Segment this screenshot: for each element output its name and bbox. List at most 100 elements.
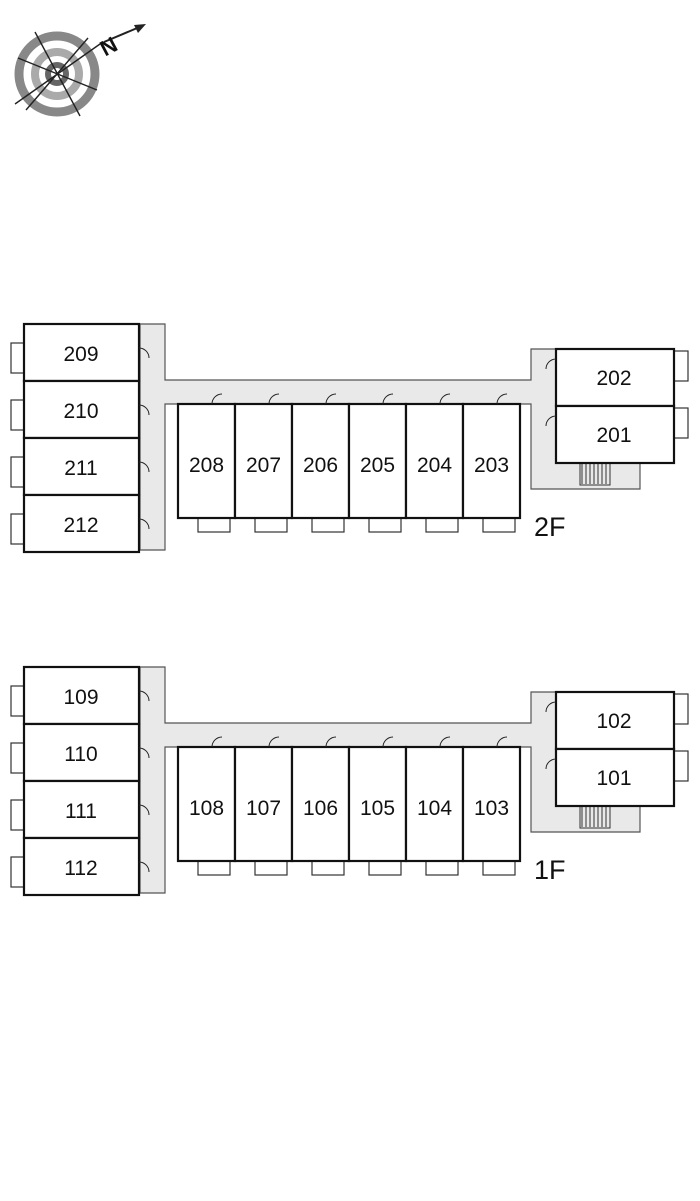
door-swing [325,393,337,405]
room-number: 204 [417,454,452,477]
room-211: 211 [10,436,150,497]
room-206: 206 [290,393,351,533]
balcony [425,860,459,876]
door-swing [496,393,508,405]
room-number: 202 [596,367,631,390]
room-202: 202 [545,347,689,408]
room-102: 102 [545,690,689,751]
room-number: 112 [64,857,97,880]
balcony [673,350,689,382]
room-201: 201 [545,404,689,465]
room-208: 208 [176,393,237,533]
room-outline [347,745,408,863]
room-outline [22,665,141,726]
door-swing [545,415,557,427]
room-outline [554,690,676,751]
room-number: 108 [189,797,224,820]
balcony [673,693,689,725]
room-number: 102 [596,710,631,733]
balcony [10,513,25,545]
room-210: 210 [10,379,150,440]
room-number: 209 [63,343,98,366]
room-number: 105 [360,797,395,820]
room-outline [554,347,676,408]
room-112: 112 [10,836,150,897]
room-204: 204 [404,393,465,533]
room-number: 206 [303,454,338,477]
room-203: 203 [461,393,522,533]
door-swing [545,701,557,713]
room-109: 109 [10,665,150,726]
balcony [10,742,25,774]
door-swing [382,393,394,405]
room-number: 110 [64,743,97,766]
balcony [482,517,516,533]
room-outline [461,745,522,863]
room-outline [22,493,141,554]
balcony [10,799,25,831]
door-swing [545,758,557,770]
balcony [482,860,516,876]
balcony [10,685,25,717]
room-number: 104 [417,797,452,820]
room-103: 103 [461,736,522,876]
balcony [10,342,25,374]
door-swing [138,347,150,359]
balcony [10,456,25,488]
room-number: 210 [63,400,98,423]
room-number: 101 [596,767,631,790]
balcony [10,856,25,888]
room-212: 212 [10,493,150,554]
room-101: 101 [545,747,689,808]
balcony [254,517,288,533]
room-outline [22,379,141,440]
compass-rose-icon [14,24,146,117]
room-number: 201 [596,424,631,447]
door-swing [138,404,150,416]
room-outline [22,836,141,897]
door-swing [268,393,280,405]
room-205: 205 [347,393,408,533]
room-number: 106 [303,797,338,820]
balcony [254,860,288,876]
room-outline [176,745,237,863]
room-number: 103 [474,797,509,820]
balcony [368,517,402,533]
room-outline [554,404,676,465]
door-swing [439,736,451,748]
room-number: 212 [63,514,98,537]
room-number: 205 [360,454,395,477]
balcony [425,517,459,533]
door-swing [138,804,150,816]
door-swing [138,461,150,473]
balcony [197,517,231,533]
room-number: 207 [246,454,281,477]
room-105: 105 [347,736,408,876]
balcony [673,750,689,782]
balcony [368,860,402,876]
room-number: 208 [189,454,224,477]
room-209: 209 [10,322,150,383]
door-swing [382,736,394,748]
balcony [673,407,689,439]
door-swing [268,736,280,748]
room-outline [554,747,676,808]
room-207: 207 [233,393,294,533]
room-number: 109 [63,686,98,709]
balcony [311,860,345,876]
room-number: 211 [64,457,97,480]
door-swing [325,736,337,748]
room-outline [22,436,141,497]
door-swing [439,393,451,405]
room-outline [233,745,294,863]
room-number: 107 [246,797,281,820]
door-swing [211,393,223,405]
door-swing [545,358,557,370]
room-outline [22,722,141,783]
room-110: 110 [10,722,150,783]
door-swing [211,736,223,748]
balcony [10,399,25,431]
